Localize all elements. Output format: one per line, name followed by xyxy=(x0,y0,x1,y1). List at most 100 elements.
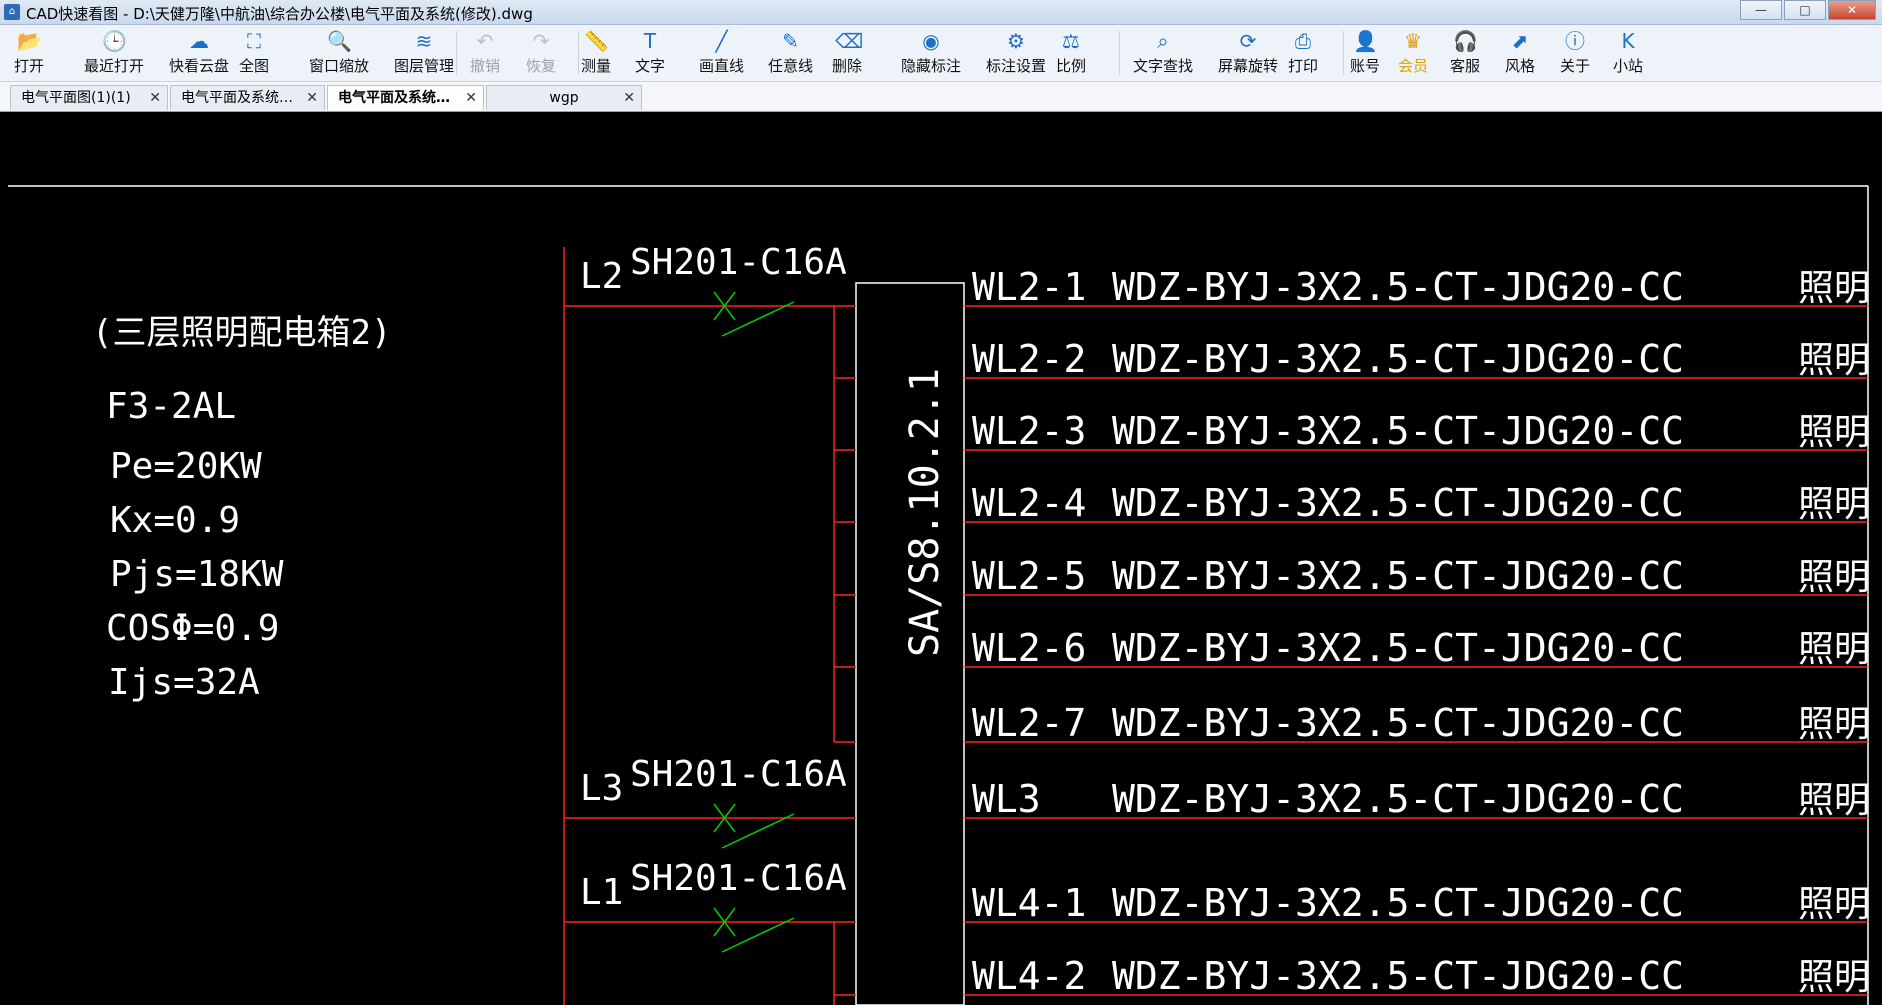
pe-text: Pe=20KW xyxy=(110,446,262,487)
toolbar-button-21[interactable]: 🎧客服 xyxy=(1450,29,1480,79)
toolbar-button-label: 比例 xyxy=(1056,57,1087,75)
toolbar-button-11[interactable]: ✎ 任意线 xyxy=(768,29,813,79)
toolbar-button-16[interactable]: ⌕ 文字查找 xyxy=(1133,29,1193,79)
line-icon: ╱ xyxy=(715,29,728,53)
tab-label: 电气平面及系统… xyxy=(181,90,293,106)
tab-doc-3-active[interactable]: 电气平面及系统… ✕ xyxy=(327,85,484,110)
station-k-icon: K xyxy=(1621,29,1635,53)
minimize-button[interactable]: — xyxy=(1740,0,1782,20)
circuit-id-text: WL2-1 xyxy=(972,265,1086,309)
toolbar-separator xyxy=(577,31,579,75)
undo-icon: ↶ xyxy=(476,29,494,53)
toolbar-button-3[interactable]: ⛶全图 xyxy=(239,29,269,79)
tab-close-icon[interactable]: ✕ xyxy=(149,90,161,106)
toolbar-button-label: 删除 xyxy=(832,57,863,75)
rotate-screen-icon: ⟳ xyxy=(1239,29,1257,53)
toolbar-button-2[interactable]: ☁快看云盘 xyxy=(169,29,229,79)
circuit-use-text: 照明 xyxy=(1798,557,1870,598)
circuit-use-text: 照明 xyxy=(1798,340,1870,381)
circuit-cable-text: WDZ-BYJ-3X2.5-CT-JDG20-CC xyxy=(1112,777,1684,821)
pjs-text: Pjs=18KW xyxy=(110,554,284,595)
toolbar-button-13[interactable]: ◉ 隐藏标注 xyxy=(901,29,961,79)
circuit-id-text: WL4-1 xyxy=(972,881,1086,925)
breaker-contact-line xyxy=(721,813,795,849)
toolbar-button-10[interactable]: ╱ 画直线 xyxy=(699,29,744,79)
toolbar-button-label: 隐藏标注 xyxy=(901,57,962,75)
fit-all-icon: ⛶ xyxy=(247,29,261,53)
circuit-id-text: WL2-4 xyxy=(972,481,1086,525)
toolbar-button-15[interactable]: ⚖比例 xyxy=(1056,29,1086,79)
drawing-canvas[interactable]: (三层照明配电箱2) F3-2AL Pe=20KW Kx=0.9 Pjs=18K… xyxy=(8,112,1882,1005)
circuit-cable-text: WDZ-BYJ-3X2.5-CT-JDG20-CC xyxy=(1112,409,1684,453)
breaker-model-text: SH201-C16A xyxy=(630,754,847,795)
breaker-model-text: SH201-C16A xyxy=(630,858,847,899)
toolbar-button-label: 客服 xyxy=(1450,57,1481,75)
cad-drawing[interactable]: (三层照明配电箱2) F3-2AL Pe=20KW Kx=0.9 Pjs=18K… xyxy=(8,112,1882,1005)
toolbar-button-label: 小站 xyxy=(1613,57,1644,75)
toolbar-button-label: 文字查找 xyxy=(1133,57,1194,75)
toolbar-button-label: 最近打开 xyxy=(84,57,145,75)
breaker-phase-text: L3 xyxy=(580,768,623,809)
tab-doc-4[interactable]: wgp ✕ xyxy=(486,85,642,110)
toolbar-button-label: 画直线 xyxy=(699,57,745,75)
spd-label-text: SA/S8.10.2.1 xyxy=(902,368,948,657)
toolbar-button-label: 快看云盘 xyxy=(169,57,230,75)
toolbar-button-label: 风格 xyxy=(1505,57,1536,75)
toolbar-button-12[interactable]: ⌫删除 xyxy=(832,29,863,79)
toolbar-button-1[interactable]: 🕒最近打开 xyxy=(84,29,144,79)
toolbar-separator xyxy=(1343,31,1344,75)
toolbar-button-20[interactable]: ♛会员 xyxy=(1398,29,1428,79)
toolbar-button-8[interactable]: 📏测量 xyxy=(581,29,611,79)
toolbar-button-14[interactable]: ⚙标注设置 xyxy=(986,29,1046,79)
toolbar-button-label: 窗口缩放 xyxy=(309,57,370,75)
toolbar-button-19[interactable]: 👤账号 xyxy=(1350,29,1380,79)
circuit-cable-text: WDZ-BYJ-3X2.5-CT-JDG20-CC xyxy=(1112,554,1684,598)
toolbar-button-22[interactable]: ⬈ 风格 xyxy=(1505,29,1535,79)
toolbar-button-label: 打印 xyxy=(1288,57,1319,75)
circuit-cable-text: WDZ-BYJ-3X2.5-CT-JDG20-CC xyxy=(1112,954,1684,998)
circuit-use-text: 照明 xyxy=(1798,629,1870,670)
toolbar-button-label: 账号 xyxy=(1350,57,1381,75)
toolbar-button-label: 任意线 xyxy=(768,57,814,75)
style-icon: ⬈ xyxy=(1511,29,1529,53)
eye-hide-icon: ◉ xyxy=(922,29,940,53)
toolbar-button-5[interactable]: ≋图层管理 xyxy=(394,29,454,79)
maximize-button[interactable]: □ xyxy=(1784,0,1826,20)
panel-name-text: (三层照明配电箱2) xyxy=(92,313,391,353)
circuit-id-text: WL3 xyxy=(972,777,1041,821)
circuit-cable-text: WDZ-BYJ-3X2.5-CT-JDG20-CC xyxy=(1112,626,1684,670)
tab-doc-2[interactable]: 电气平面及系统… ✕ xyxy=(170,85,325,110)
tab-close-icon[interactable]: ✕ xyxy=(465,90,477,106)
circuit-cable-text: WDZ-BYJ-3X2.5-CT-JDG20-CC xyxy=(1112,481,1684,525)
breaker-phase-text: L1 xyxy=(580,872,623,913)
tab-label: wgp xyxy=(549,90,579,106)
measure-icon: 📏 xyxy=(584,29,609,53)
pen-icon: ✎ xyxy=(782,29,799,53)
tab-label: 电气平面及系统… xyxy=(338,90,450,106)
toolbar-button-label: 恢复 xyxy=(526,57,557,75)
toolbar-button-24[interactable]: K 小站 xyxy=(1613,29,1643,79)
text-search-icon: ⌕ xyxy=(1157,29,1169,53)
circuit-id-text: WL2-6 xyxy=(972,626,1086,670)
toolbar-button-17[interactable]: ⟳屏幕旋转 xyxy=(1218,29,1278,79)
close-button[interactable]: ✕ xyxy=(1828,0,1876,20)
tab-doc-1[interactable]: 电气平面图(1)(1)✕ xyxy=(10,85,168,110)
toolbar-button-label: 打开 xyxy=(14,57,45,75)
tab-close-icon[interactable]: ✕ xyxy=(306,90,318,106)
toolbar-button-label: 文字 xyxy=(635,57,666,75)
document-tab-bar: 电气平面图(1)(1)✕ 电气平面及系统… ✕ 电气平面及系统… ✕ wgp ✕ xyxy=(0,82,1882,112)
toolbar-button-6[interactable]: ↶撤销 xyxy=(470,29,500,79)
circuit-cable-text: WDZ-BYJ-3X2.5-CT-JDG20-CC xyxy=(1112,265,1684,309)
toolbar-button-4[interactable]: 🔍窗口缩放 xyxy=(309,29,369,79)
toolbar-button-7[interactable]: ↷恢复 xyxy=(526,29,556,79)
breaker-contact-line xyxy=(721,301,795,337)
toolbar-button-18[interactable]: ⎙打印 xyxy=(1288,29,1318,79)
circuit-id-text: WL2-3 xyxy=(972,409,1086,453)
toolbar-button-0[interactable]: 📂打开 xyxy=(14,29,44,79)
info-icon: ⓘ xyxy=(1565,29,1585,53)
circuit-use-text: 照明 xyxy=(1798,484,1870,525)
tab-close-icon[interactable]: ✕ xyxy=(623,90,635,106)
